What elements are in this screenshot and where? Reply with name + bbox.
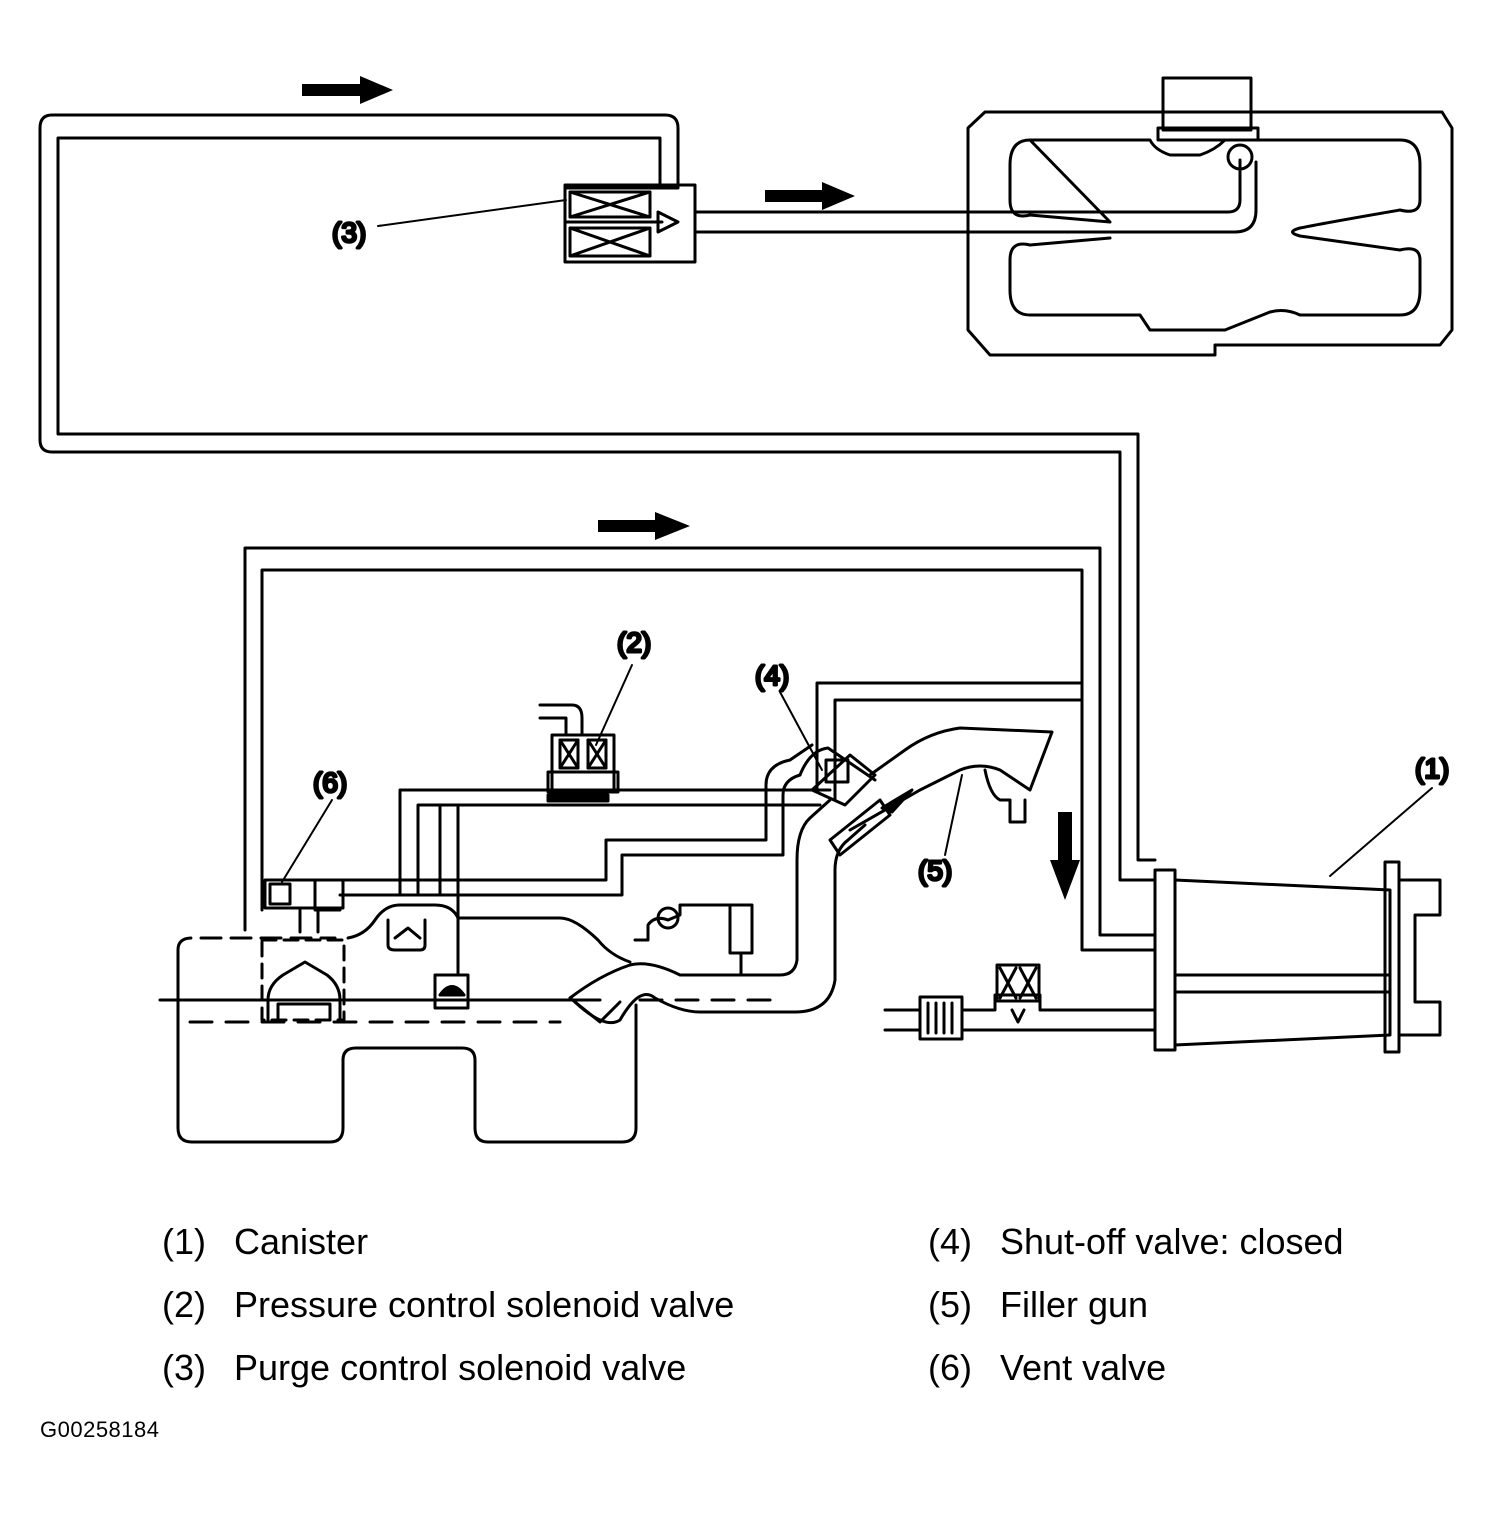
callout-3: (3) [332,217,366,248]
legend-number: (2) [162,1284,206,1325]
callout-5: (5) [918,855,952,886]
legend-label: Vent valve [1000,1347,1167,1388]
legend-label: Shut-off valve: closed [1000,1221,1344,1262]
legend-label: Purge control solenoid valve [234,1347,687,1388]
pressure-line-pipe [338,743,832,977]
legend-number: (1) [162,1221,206,1262]
intake-manifold [966,76,1454,357]
legend-number: (3) [162,1347,206,1388]
callout-1: (1) [1415,753,1449,784]
legend: (1) Canister (2) Pressure control soleno… [0,1210,1492,1410]
canister [1153,860,1442,1054]
legend-number: (5) [928,1284,972,1325]
callout-6: (6) [313,767,347,798]
pressure-control-solenoid-valve [538,703,620,803]
legend-label: Pressure control solenoid valve [234,1284,735,1325]
legend-number: (4) [928,1221,972,1262]
fuel-tank [158,903,782,1144]
legend-label: Canister [234,1221,369,1262]
legend-number: (6) [928,1347,972,1388]
filler-gun [848,726,1054,832]
leader-lines [281,199,1433,883]
engine-feed-pipe [693,158,1258,234]
evap-system-diagram: (3) (2) (4) (6) (5) (1) [38,76,1454,1144]
filler-neck [568,798,867,1025]
vent-line-pipe [243,546,1157,952]
purge-control-solenoid-valve [563,183,697,264]
callout-4: (4) [755,660,789,691]
flow-arrow-icon [1050,812,1080,900]
drain-valve-line [883,963,1157,1041]
flow-arrow-icon [765,182,855,210]
callout-2: (2) [617,627,651,658]
flow-arrow-icon [598,512,690,540]
shut-off-valve [798,746,892,857]
legend-label: Filler gun [1000,1284,1149,1325]
purge-line-pipe [38,113,1157,882]
flow-arrow-icon [302,76,393,104]
vent-valve [263,878,345,934]
figure-id: G00258184 [40,1417,160,1442]
